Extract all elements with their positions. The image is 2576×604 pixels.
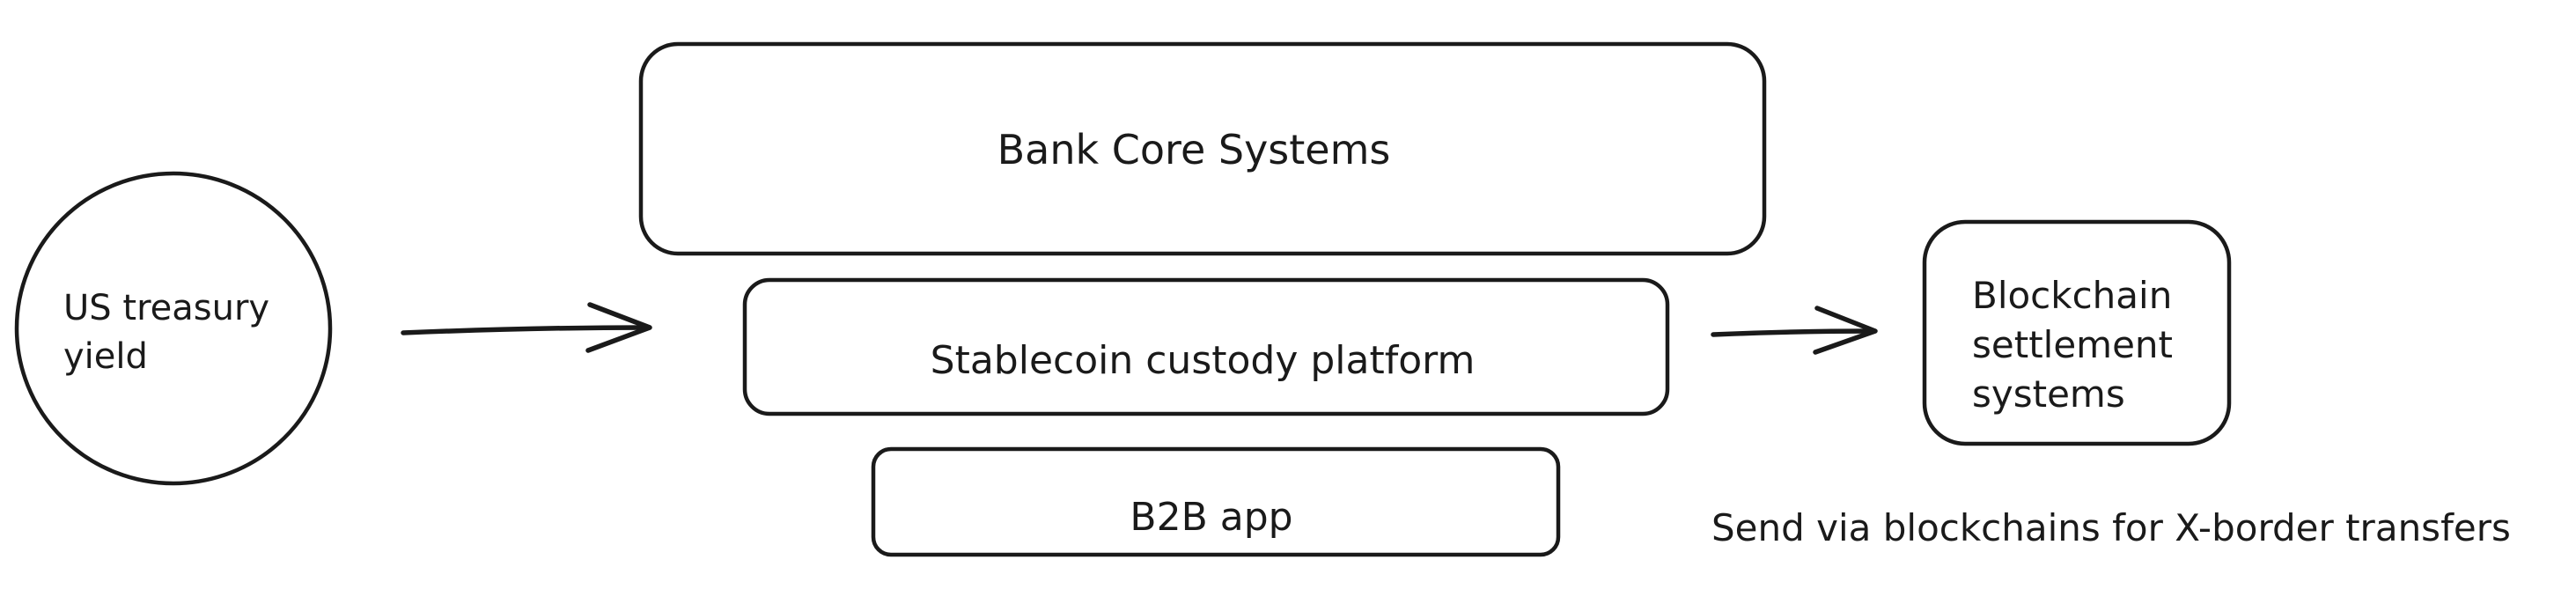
treasury-circle xyxy=(14,171,333,486)
blockchain-label-line2: settlement xyxy=(1972,323,2173,366)
arrow-treasury-to-custody xyxy=(401,302,652,353)
treasury-label-line2: yield xyxy=(63,336,148,377)
b2b-label: B2B app xyxy=(1130,495,1292,540)
b2b-box xyxy=(871,446,1561,557)
treasury-label-line1: US treasury xyxy=(63,288,269,328)
custody-box xyxy=(742,277,1670,416)
bank-core-node: Bank Core Systems xyxy=(638,41,1767,256)
arrow-shaft xyxy=(401,325,651,335)
treasury-node: US treasury yield xyxy=(14,171,333,486)
arrow-shaft xyxy=(1711,328,1876,337)
blockchain-node: Blockchain settlement systems xyxy=(1922,219,2232,446)
blockchain-box xyxy=(1922,219,2232,446)
custody-node: Stablecoin custody platform xyxy=(742,277,1670,416)
bank-core-label: Bank Core Systems xyxy=(997,126,1391,173)
arrow-head-icon xyxy=(1813,306,1878,355)
blockchain-label-line1: Blockchain xyxy=(1972,274,2172,317)
transfer-annotation: Send via blockchains for X-border transf… xyxy=(1711,506,2511,549)
custody-label: Stablecoin custody platform xyxy=(931,338,1476,383)
arrow-custody-to-blockchain xyxy=(1711,306,1878,355)
blockchain-label-line3: systems xyxy=(1972,372,2125,416)
bank-core-box xyxy=(638,41,1767,256)
arrow-head-icon xyxy=(585,302,652,353)
b2b-node: B2B app xyxy=(871,446,1561,557)
